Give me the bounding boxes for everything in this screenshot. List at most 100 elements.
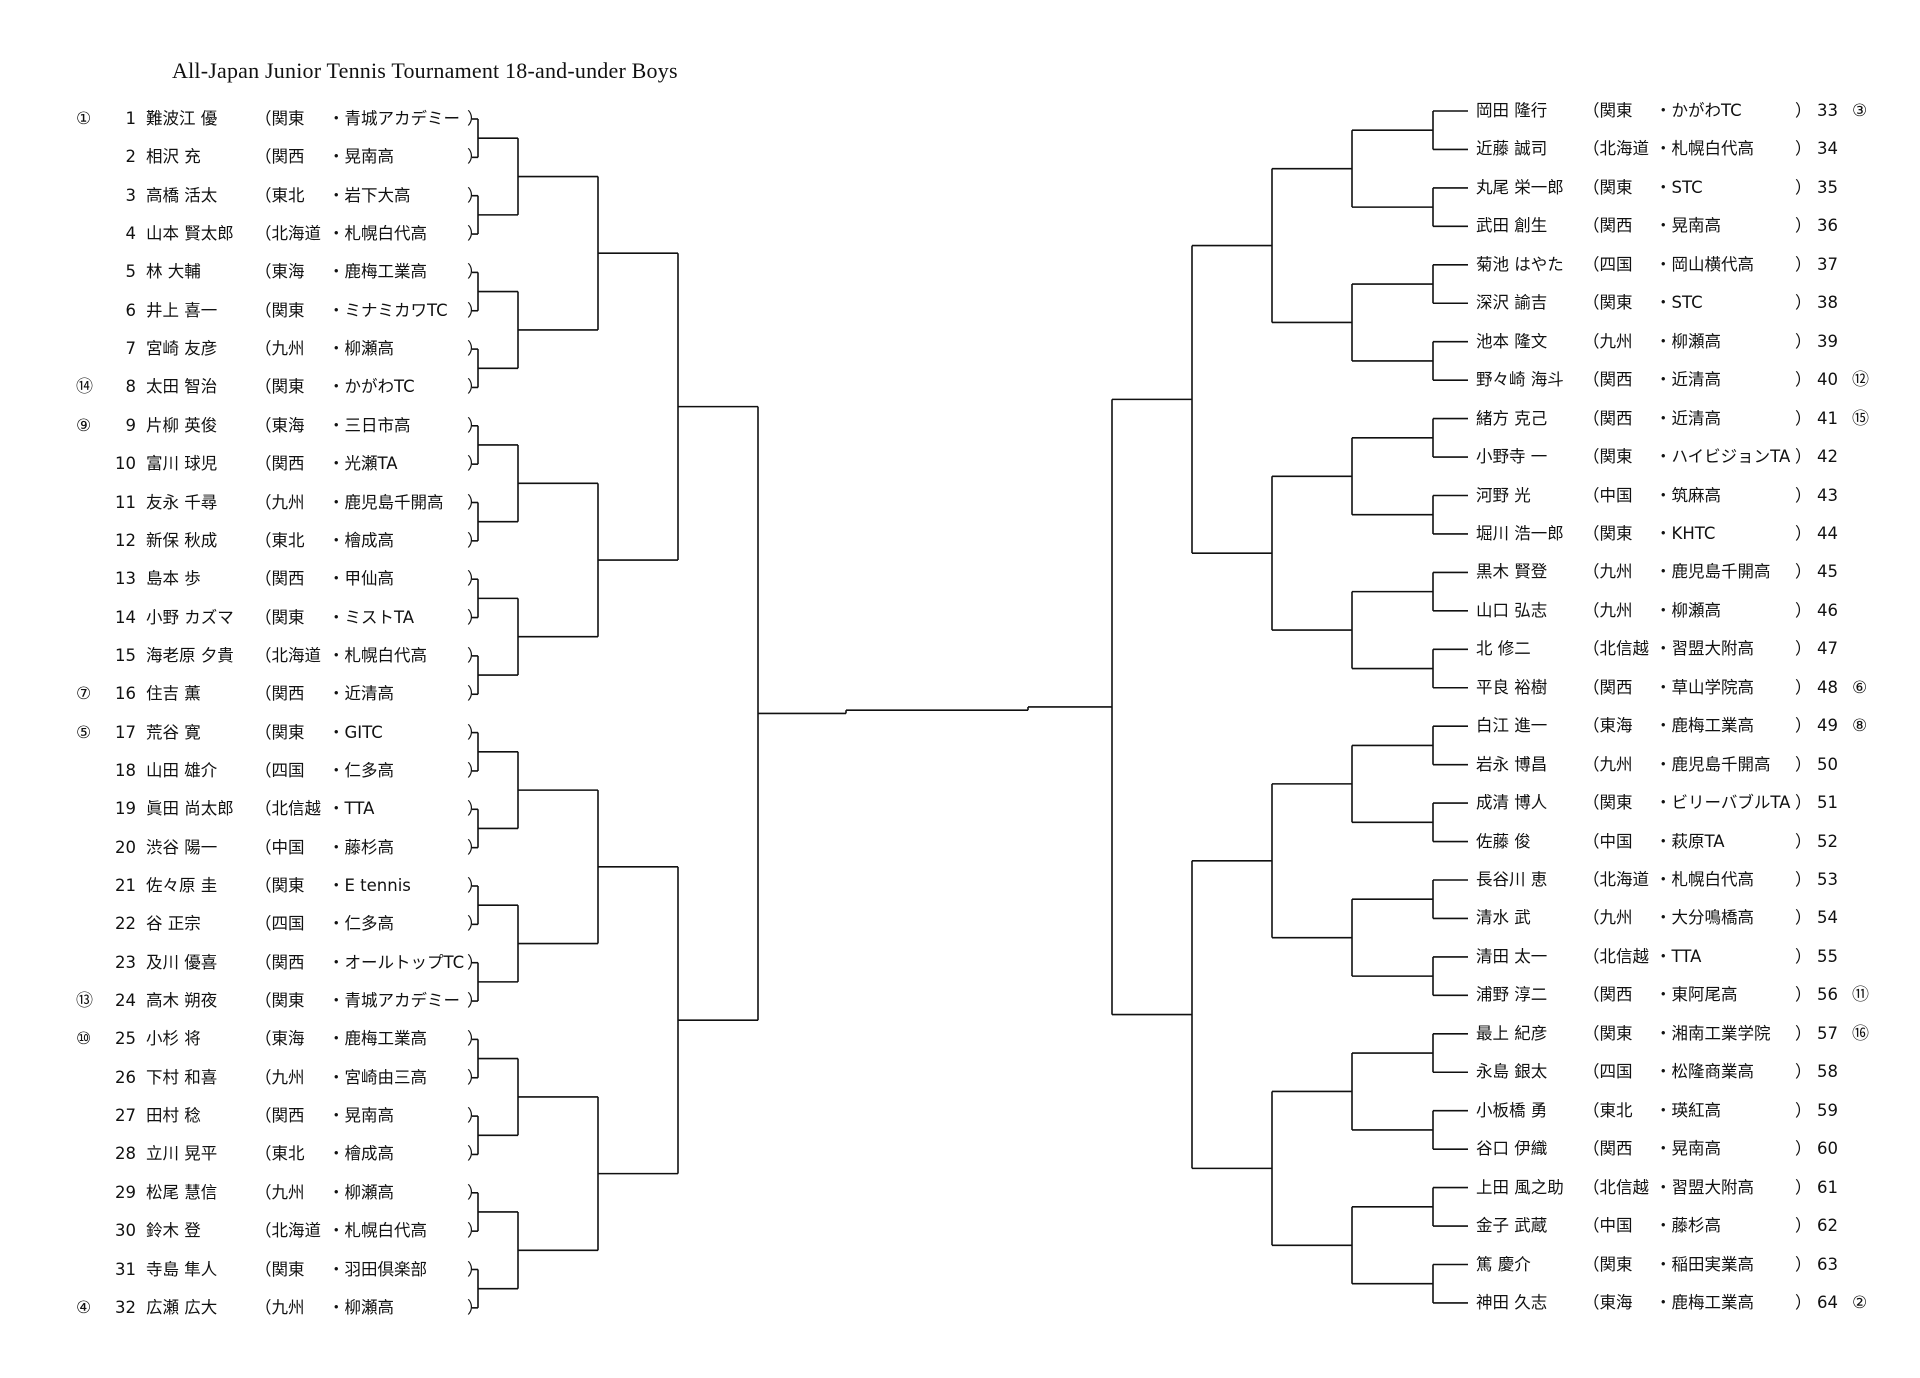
player-name: 荒谷 寛 <box>146 722 201 742</box>
draw-number: 30 <box>115 1221 136 1241</box>
player-region: （関西 <box>255 1106 305 1126</box>
player-name: 及川 優喜 <box>146 952 218 972</box>
closing-paren: ） <box>1795 293 1812 313</box>
draw-number: 47 <box>1817 639 1838 659</box>
player-row: 金子 武蔵（中国・藤杉高）62 <box>0 1214 1900 1238</box>
player-region: （関西 <box>255 147 305 167</box>
player-region: （関東 <box>255 300 305 320</box>
player-name: 岡田 隆行 <box>1476 101 1548 120</box>
player-name: 海老原 夕貴 <box>146 645 234 665</box>
closing-paren: ） <box>1795 485 1812 505</box>
player-name: 田村 稔 <box>146 1106 201 1126</box>
player-row: 上田 風之助（北信越・習盟大附高）61 <box>0 1176 1900 1200</box>
draw-number: 37 <box>1817 254 1838 274</box>
player-row: 清田 太一（北信越・TTA）55 <box>0 945 1900 969</box>
player-row: 丸尾 栄一郎（関東・STC）35 <box>0 176 1900 200</box>
draw-number: 32 <box>115 1297 136 1317</box>
player-region: （関東 <box>255 991 305 1011</box>
player-school: ・オールトップTC <box>328 952 465 972</box>
player-row: 近藤 誠司（北海道・札幌白代高）34 <box>0 137 1900 161</box>
player-region: （関西 <box>1583 408 1633 428</box>
player-school: ・柳瀬高 <box>1655 600 1721 620</box>
player-row: 長谷川 恵（北海道・札幌白代高）53 <box>0 868 1900 892</box>
player-name: 清田 太一 <box>1476 946 1548 966</box>
player-school: ・岡山横代高 <box>1655 254 1754 274</box>
player-school: ・KHTC <box>1655 523 1716 543</box>
draw-number: 23 <box>115 952 136 972</box>
seed-mark: ⑭ <box>76 377 93 398</box>
player-region: （関東 <box>255 876 305 895</box>
player-name: 鈴木 登 <box>146 1221 201 1241</box>
player-name: 友永 千尋 <box>146 492 218 512</box>
player-name: 住吉 薫 <box>146 684 201 704</box>
player-school: ・光瀬TA <box>328 454 398 474</box>
draw-number: 6 <box>125 300 137 320</box>
player-name: 武田 創生 <box>1476 216 1548 236</box>
player-school: ・STC <box>1655 293 1703 313</box>
player-row: 池本 隆文（九州・柳瀬高）39 <box>0 330 1900 354</box>
player-name: 渋谷 陽一 <box>146 837 218 857</box>
player-school: ・鹿梅工業高 <box>328 1029 427 1049</box>
player-name: 篤 慶介 <box>1476 1254 1531 1274</box>
seed-mark: ⑦ <box>76 684 92 705</box>
player-school: ・晃南高 <box>1655 216 1721 236</box>
player-school: ・仁多高 <box>328 760 394 780</box>
closing-paren: ） <box>1795 716 1812 736</box>
player-region: （東海 <box>255 262 305 282</box>
player-region: （九州 <box>255 339 305 359</box>
player-school: ・GITC <box>328 722 383 742</box>
draw-number: 25 <box>115 1029 136 1049</box>
closing-paren: ） <box>1795 985 1812 1005</box>
player-region: （九州 <box>1583 562 1633 582</box>
player-region: （関西 <box>1583 985 1633 1005</box>
seed-mark: ① <box>76 109 92 129</box>
player-region: （関東 <box>1583 523 1633 543</box>
player-name: 林 大輔 <box>146 262 201 282</box>
closing-paren: ） <box>1795 1062 1812 1082</box>
closing-paren: ） <box>1795 101 1812 120</box>
player-name: 高木 朔夜 <box>146 991 218 1011</box>
player-name: 新保 秋成 <box>146 530 218 550</box>
closing-paren: ） <box>1795 754 1812 774</box>
draw-number: 48 <box>1817 677 1838 697</box>
draw-number: 21 <box>115 876 136 895</box>
player-school: ・札幌白代高 <box>1655 870 1754 889</box>
player-school: ・ハイビジョンTA <box>1655 447 1791 467</box>
player-school: ・晃南高 <box>1655 1139 1721 1159</box>
closing-paren: ） <box>1795 600 1812 620</box>
closing-paren: ） <box>1795 331 1812 351</box>
player-school: ・藤杉高 <box>1655 1216 1721 1236</box>
closing-paren: ） <box>1795 1139 1812 1159</box>
player-region: （関西 <box>1583 216 1633 236</box>
player-region: （関東 <box>255 722 305 742</box>
draw-number: 24 <box>115 991 136 1011</box>
player-region: （関西 <box>255 684 305 704</box>
player-region: （北信越 <box>255 799 321 819</box>
draw-number: 31 <box>115 1259 136 1279</box>
closing-paren: ） <box>1795 793 1812 813</box>
player-school: ・札幌白代高 <box>328 224 427 244</box>
player-school: ・萩原TA <box>1655 831 1725 851</box>
player-name: 近藤 誠司 <box>1476 139 1548 159</box>
closing-paren: ） <box>1795 1177 1812 1197</box>
player-school: ・鹿児島千開高 <box>1655 754 1771 774</box>
player-row: 成清 博人（関東・ビリーバブルTA）51 <box>0 791 1900 815</box>
player-name: 広瀬 広大 <box>146 1297 218 1317</box>
player-name: 佐藤 俊 <box>1476 831 1531 851</box>
draw-number: 40 <box>1817 370 1838 390</box>
player-name: 丸尾 栄一郎 <box>1476 177 1564 197</box>
player-name: 谷 正宗 <box>146 914 201 934</box>
draw-number: 5 <box>125 262 137 282</box>
player-school: ・ミナミカワTC <box>328 300 448 320</box>
player-school: ・瑛紅高 <box>1655 1100 1721 1120</box>
player-name: 成清 博人 <box>1476 793 1548 813</box>
